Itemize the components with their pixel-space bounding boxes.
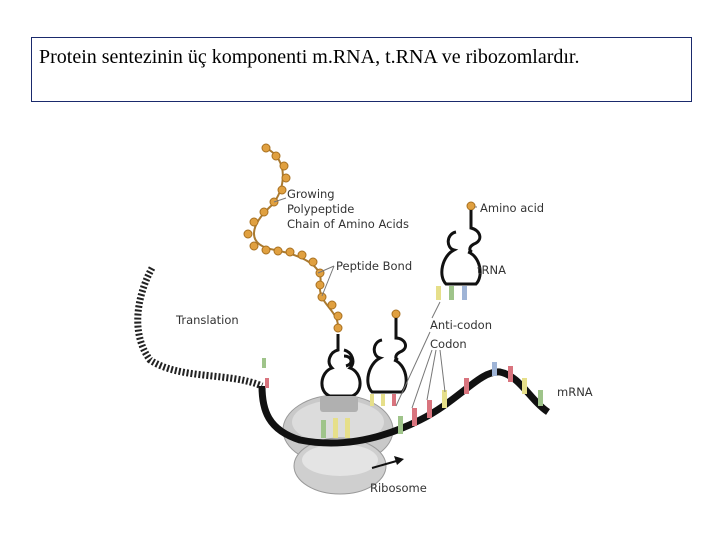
trna-p-site — [322, 334, 360, 396]
label-ribosome: Ribosome — [370, 481, 427, 495]
label-anticodon: Anti-codon — [430, 318, 492, 332]
trna-a-site — [368, 310, 406, 406]
label-codon: Codon — [430, 337, 467, 351]
label-growing-1: Growing — [287, 187, 335, 201]
label-translation: Translation — [175, 313, 239, 327]
label-growing-3: Chain of Amino Acids — [287, 217, 409, 231]
label-peptide-bond: Peptide Bond — [336, 259, 412, 273]
mrna-leading-strand — [138, 268, 262, 386]
label-growing-2: Polypeptide — [287, 202, 354, 216]
label-mrna: mRNA — [557, 385, 593, 399]
label-amino-acid: Amino acid — [480, 201, 544, 215]
polypeptide-chain — [254, 148, 338, 330]
trna-p-site-base — [320, 396, 358, 412]
label-trna: tRNA — [477, 263, 506, 277]
free-trna — [436, 202, 480, 300]
